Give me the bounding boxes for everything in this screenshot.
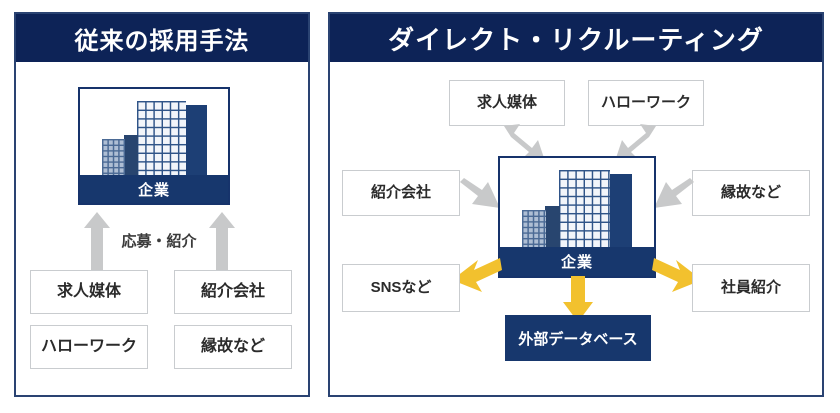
building-short-side-right: [545, 206, 560, 251]
building-short-face-right: [522, 210, 546, 251]
flow-label-application: 応募・紹介: [121, 233, 197, 250]
source-agency[interactable]: 紹介会社: [174, 270, 292, 314]
panel-direct-recruiting: ダイレクト・リクルーティング 求人媒体 ハローワーク 紹介会社 縁故など: [328, 12, 824, 397]
company-label-left: 企業: [80, 175, 228, 203]
building-short-side-left: [124, 135, 138, 179]
external-database[interactable]: 外部データベース: [505, 315, 651, 361]
inbound-referral[interactable]: 縁故など: [692, 170, 810, 216]
outbound-employee[interactable]: 社員紹介: [692, 264, 810, 312]
panel-traditional-recruiting: 従来の採用手法 企業: [14, 12, 310, 397]
company-card-right: 企業: [498, 156, 656, 278]
outbound-sns[interactable]: SNSなど: [342, 264, 460, 312]
arrow-inbound-agency: [460, 178, 502, 212]
arrow-outbound-employee: [652, 258, 702, 296]
inbound-hello-work[interactable]: ハローワーク: [588, 80, 704, 126]
building-short-windows-left: [102, 139, 125, 179]
building-tall-side-right: [609, 174, 632, 251]
company-label-right: 企業: [500, 247, 654, 276]
panel-left-body: 企業 応募・紹介 求人媒体 紹介会社 ハローワーク 縁故など: [16, 62, 308, 395]
building-short-windows-right: [522, 210, 546, 251]
building-tall-windows-right: [559, 170, 610, 251]
source-hello-work[interactable]: ハローワーク: [30, 325, 148, 369]
arrow-inbound-job-media: [502, 124, 548, 168]
panel-right-title: ダイレクト・リクルーティング: [330, 14, 822, 62]
inbound-agency[interactable]: 紹介会社: [342, 170, 460, 216]
building-tall-windows-left: [137, 101, 186, 179]
panel-right-body: 求人媒体 ハローワーク 紹介会社 縁故など: [330, 62, 822, 395]
source-referral[interactable]: 縁故など: [174, 325, 292, 369]
building-short-face-left: [102, 139, 125, 179]
building-tall-face-right: [559, 170, 610, 251]
inbound-job-media[interactable]: 求人媒体: [449, 80, 565, 126]
company-card-left: 企業: [78, 87, 230, 205]
arrow-inbound-referral: [652, 178, 694, 212]
building-tall-side-left: [185, 105, 207, 179]
source-job-media[interactable]: 求人媒体: [30, 270, 148, 314]
arrow-outbound-sns: [452, 258, 502, 296]
arrow-up-right: [209, 212, 235, 270]
building-tall-face-left: [137, 101, 186, 179]
panel-left-title: 従来の採用手法: [16, 14, 308, 62]
arrow-outbound-database: [563, 276, 593, 322]
arrow-up-left: [84, 212, 110, 270]
arrow-inbound-hello-work: [612, 124, 658, 168]
